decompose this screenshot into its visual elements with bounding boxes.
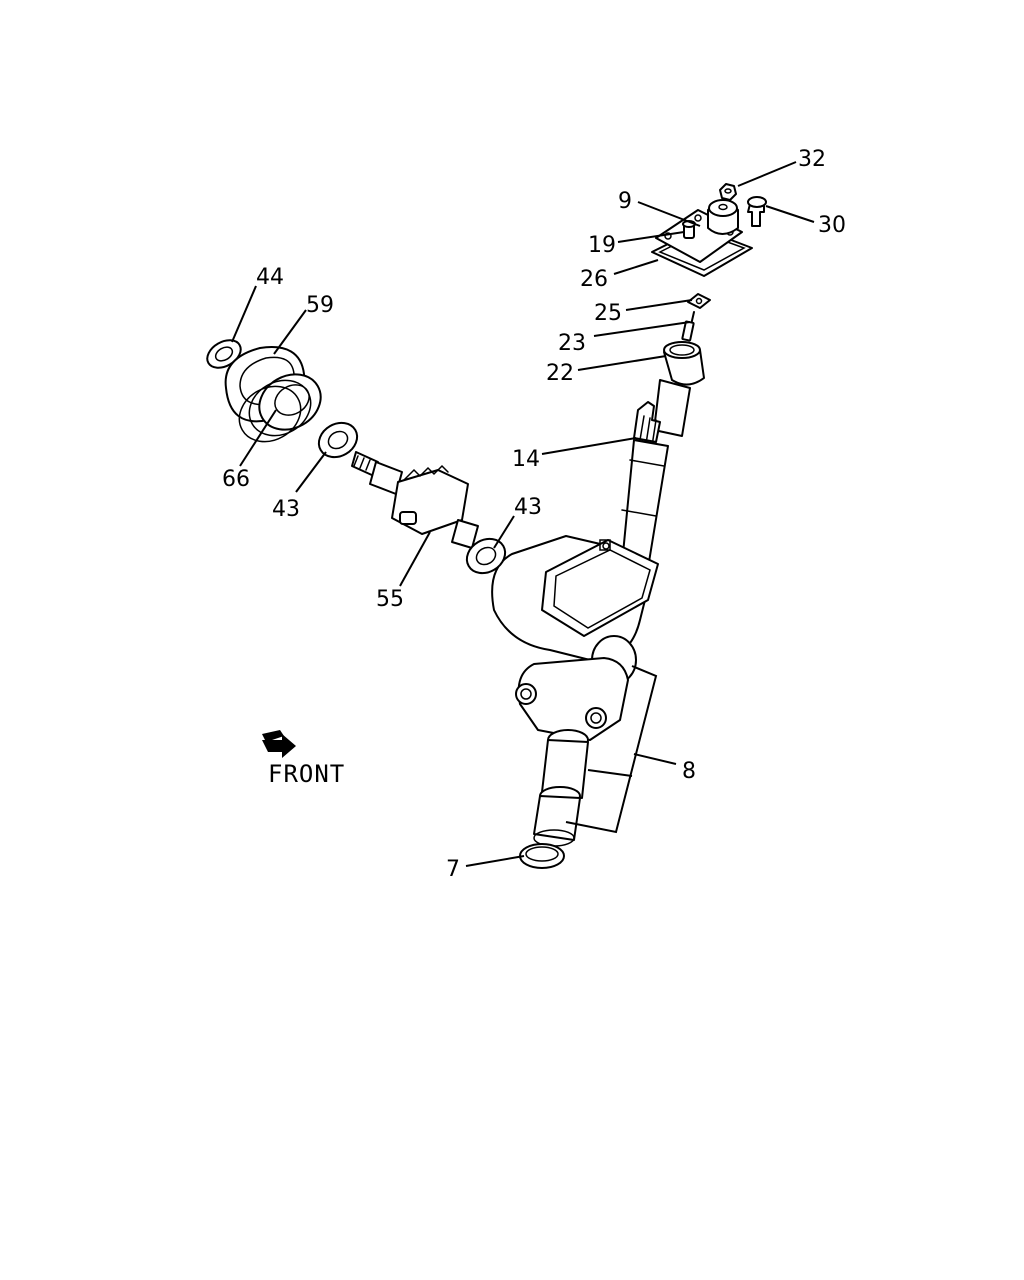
part-30-plug: [747, 196, 767, 227]
callout-14: 14: [512, 447, 540, 472]
callout-19: 19: [588, 233, 616, 258]
part-25-washer: [687, 293, 711, 309]
callout-66: 66: [222, 467, 250, 492]
callout-30: 30: [818, 213, 846, 238]
callout-9: 9: [618, 189, 632, 214]
leader-55: [399, 531, 431, 587]
callout-23: 23: [558, 331, 586, 356]
leader-22: [577, 355, 667, 371]
leader-14: [541, 437, 637, 455]
part-66-adjuster: [238, 373, 322, 443]
leader-66: [239, 409, 277, 467]
callout-22: 22: [546, 361, 574, 386]
part-23-screw: [681, 311, 695, 342]
leader-7: [465, 855, 525, 867]
callout-43-right: 43: [514, 495, 542, 520]
callout-labels: 32 9 30 19 26 25 23 22 14 44 59 66 43 43…: [222, 147, 846, 882]
leader-59: [273, 309, 307, 355]
part-22-nut: [663, 341, 705, 386]
part-55-worm-shaft: [351, 451, 479, 549]
callout-55: 55: [376, 587, 404, 612]
leader-43b: [493, 515, 515, 549]
callout-25: 25: [594, 301, 622, 326]
leader-23: [593, 321, 691, 337]
leader-43a: [295, 451, 327, 493]
leader-lines: [231, 161, 815, 867]
part-43-bearing-left: [317, 421, 359, 459]
front-label: FRONT: [268, 760, 345, 788]
front-arrow-icon: [262, 730, 296, 758]
part-9-cover: [655, 199, 743, 263]
part-7-seal: [519, 843, 565, 869]
callout-43-left: 43: [272, 497, 300, 522]
part-43-bearing-right: [465, 537, 507, 575]
leader-32: [737, 161, 797, 187]
callout-32: 32: [798, 147, 826, 172]
leader-30: [765, 205, 815, 223]
leader-25: [625, 299, 693, 311]
callout-26: 26: [580, 267, 608, 292]
leader-44: [231, 285, 257, 343]
front-indicator: FRONT: [262, 730, 345, 788]
part-44-seal: [206, 339, 242, 369]
callout-7: 7: [446, 857, 460, 882]
callout-8: 8: [682, 759, 696, 784]
bracket-8: [565, 665, 677, 834]
leader-9: [637, 201, 701, 227]
part-32-nut: [719, 183, 737, 201]
part-8-housing: [491, 535, 659, 847]
leader-19: [617, 231, 685, 243]
callout-44: 44: [256, 265, 284, 290]
callout-59: 59: [306, 293, 334, 318]
leader-26: [613, 259, 659, 275]
